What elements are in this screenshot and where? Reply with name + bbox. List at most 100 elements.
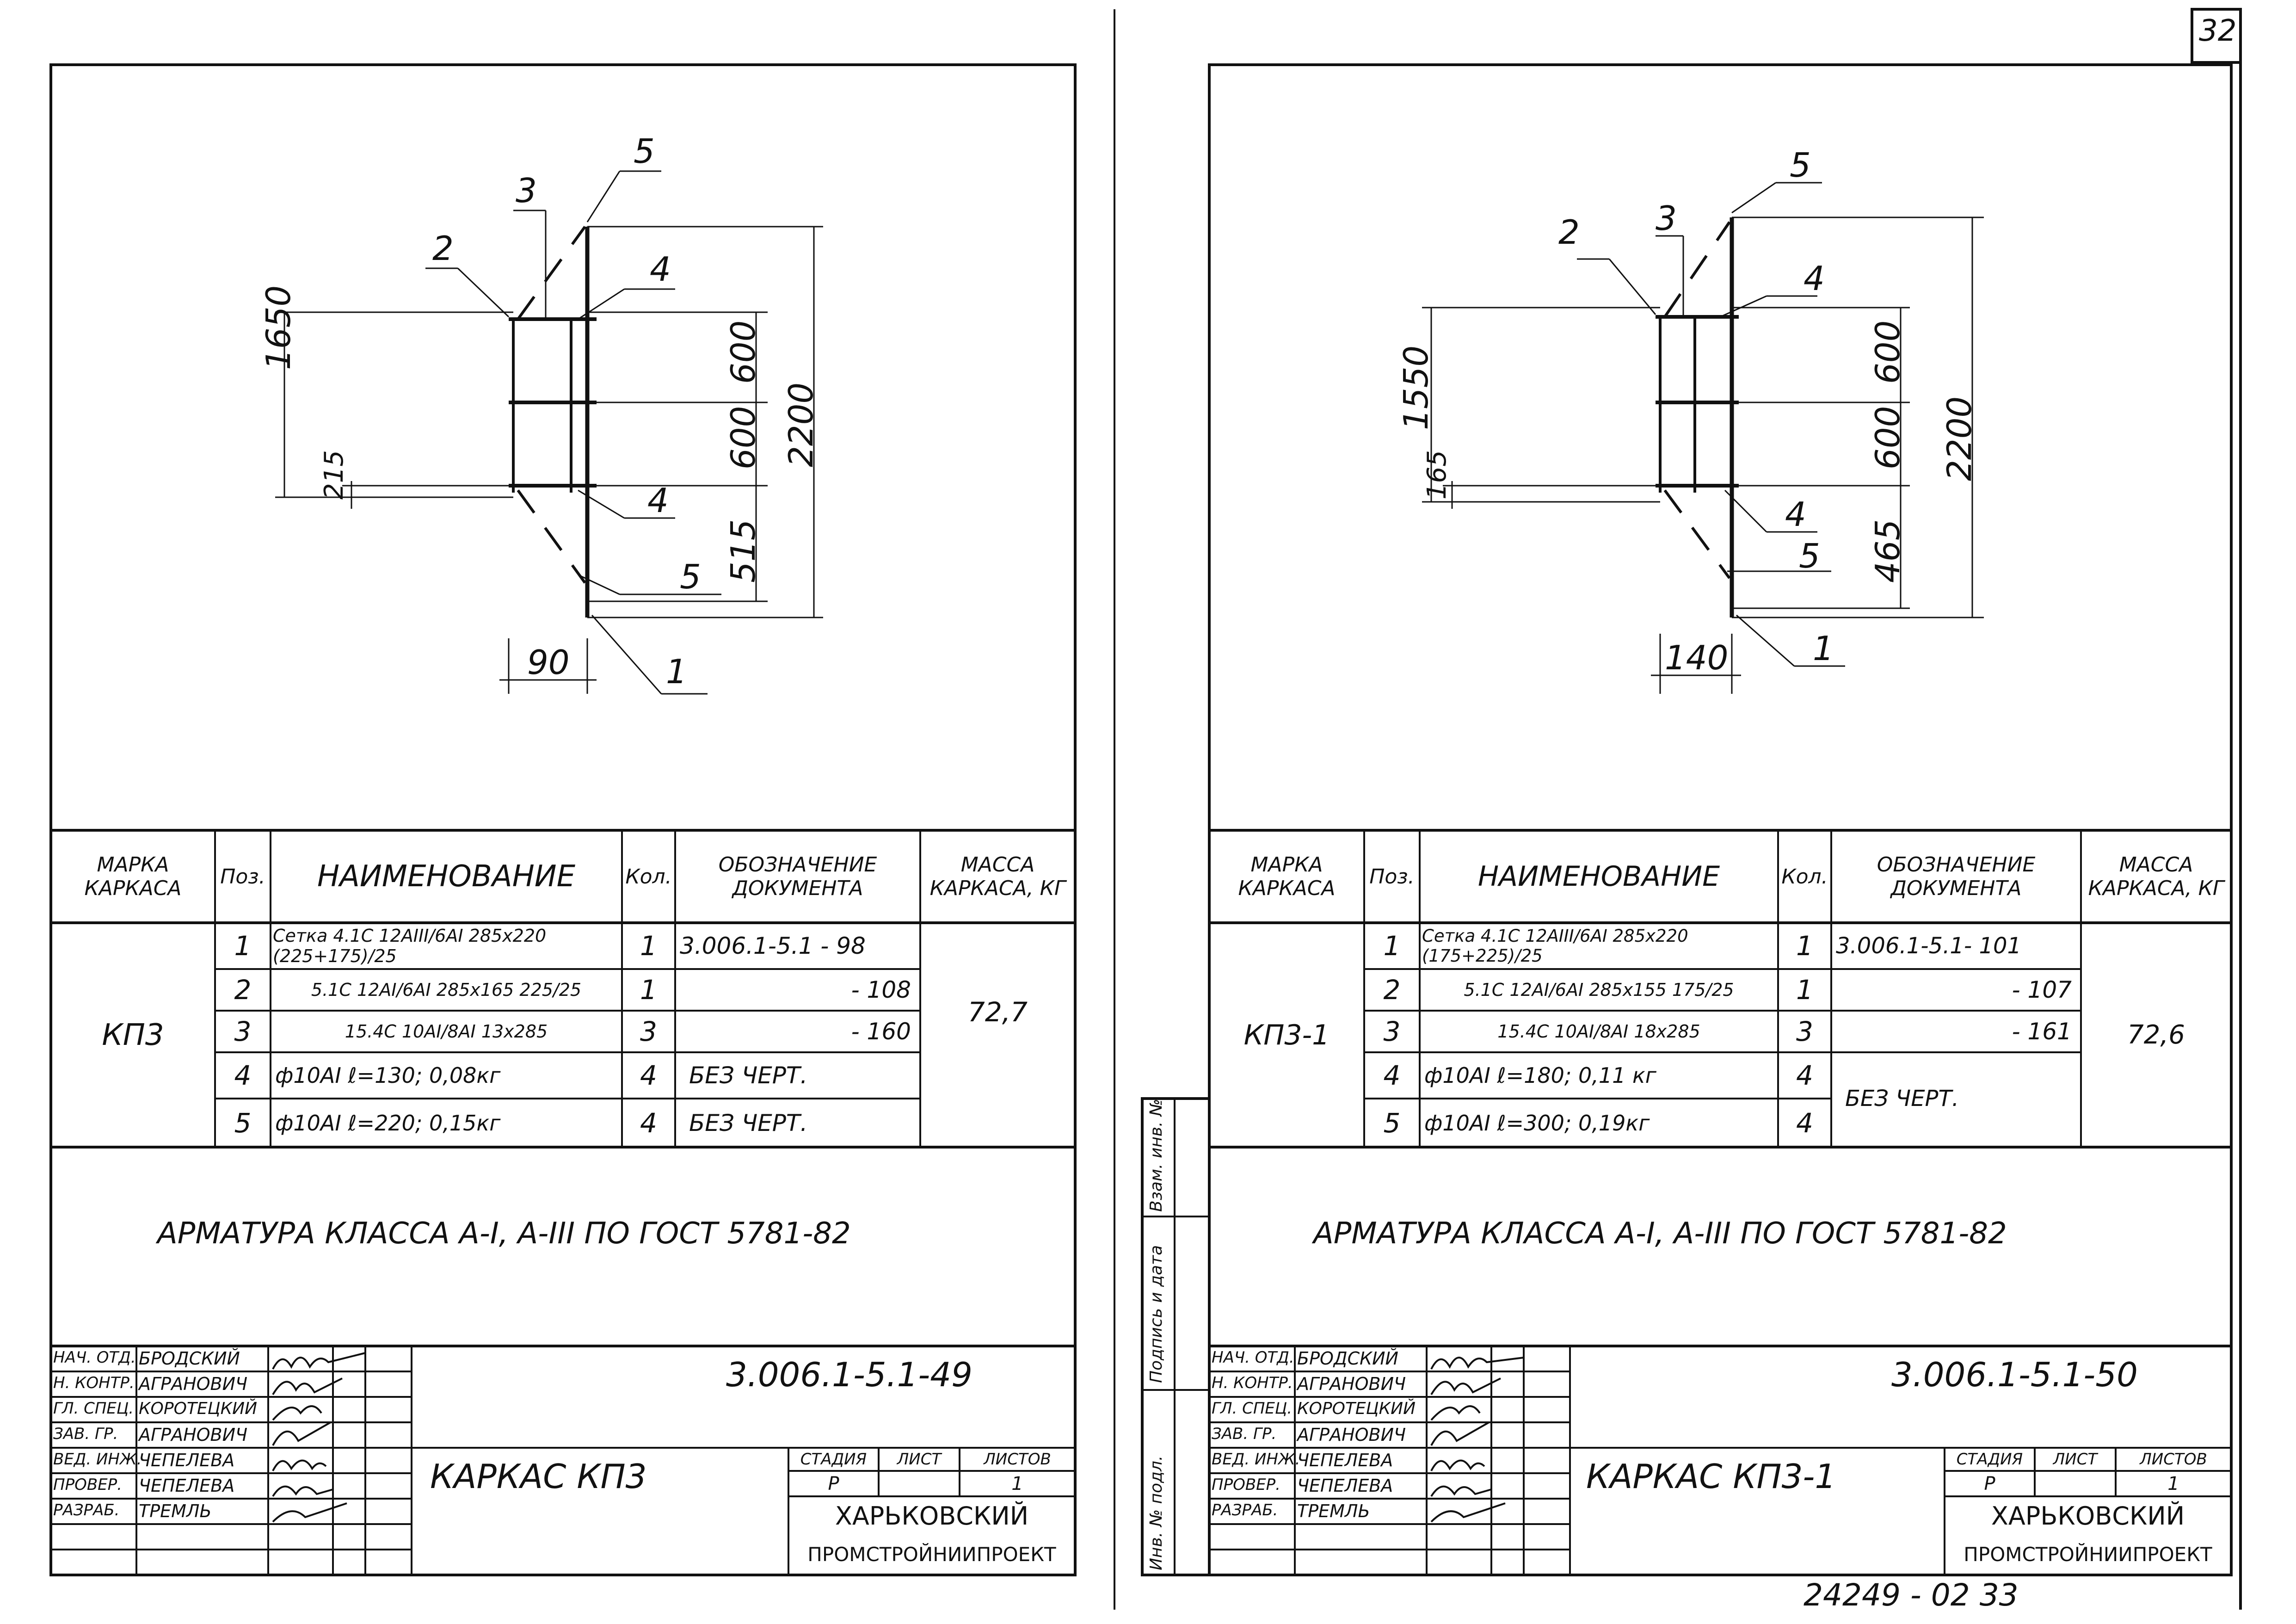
dim-600-top: 600	[724, 320, 763, 384]
row-2-doc: - 108	[851, 976, 911, 1003]
name-6: ЧЕПЕЛЕВА	[1297, 1476, 1393, 1496]
dim-515: 515	[724, 519, 763, 583]
row-5-pos: 5	[234, 1107, 252, 1139]
row-1-pos: 1	[1383, 930, 1401, 962]
callout-4-top: 4	[650, 250, 671, 289]
header-doc: ОБОЗНАЧЕНИЕ ДОКУМЕНТА	[718, 853, 877, 900]
dim-465: 465	[1868, 519, 1907, 583]
callout-1: 1	[1813, 629, 1834, 668]
row-5-pos: 5	[1383, 1107, 1401, 1139]
name-4: АГРАНОВИЧ	[139, 1425, 248, 1445]
header-mass: МАССА КАРКАСА, КГ	[2088, 853, 2224, 900]
doc-code: 3.006.1-5.1-49	[726, 1355, 973, 1394]
row-5-qty: 4	[640, 1107, 657, 1139]
callout-1: 1	[666, 652, 687, 691]
header-mark: МАРКА КАРКАСА	[84, 853, 182, 900]
row-4-doc: БЕЗ ЧЕРТ.	[1845, 1086, 1959, 1111]
callout-3: 3	[516, 171, 537, 210]
header-doc: ОБОЗНАЧЕНИЕ ДОКУМЕНТА	[1877, 853, 2036, 900]
label-stage: СТАДИЯ	[1956, 1450, 2023, 1469]
row-1-qty: 1	[640, 930, 657, 962]
role-4: ЗАВ. ГР.	[53, 1425, 118, 1443]
dim-1650: 1650	[259, 285, 298, 370]
row-4-doc: БЕЗ ЧЕРТ.	[689, 1062, 808, 1089]
name-3: КОРОТЕЦКИЙ	[139, 1399, 258, 1418]
name-3: КОРОТЕЦКИЙ	[1297, 1399, 1416, 1418]
doc-code: 3.006.1-5.1-50	[1891, 1355, 2138, 1394]
frame-mass: 72,7	[967, 996, 1028, 1028]
row-1-doc: 3.006.1-5.1- 101	[1836, 933, 2022, 959]
row-1-name: Сетка 4.1С 12АIII/6АI 285x220 (225+175)/…	[273, 926, 547, 966]
reinforcement-note-kp3: АРМАТУРА КЛАССА А-I, А-III ПО ГОСТ 5781-…	[157, 1216, 851, 1251]
callout-2: 2	[432, 229, 454, 268]
page-number: 32	[2199, 14, 2237, 48]
dim-600-top: 600	[1868, 320, 1907, 384]
row-2-name: 5.1С 12АI/6АI 285x155 175/25	[1464, 980, 1734, 1000]
name-5: ЧЕПЕЛЕВА	[1297, 1450, 1393, 1470]
row-2-name: 5.1С 12АI/6АI 285x165 225/25	[311, 980, 582, 1000]
frame-mark: КП3-1	[1243, 1019, 1330, 1051]
row-3-qty: 3	[640, 1016, 657, 1047]
side-sign: Подпись и дата	[1147, 1245, 1166, 1383]
label-stage: СТАДИЯ	[800, 1450, 867, 1469]
header-mark: МАРКА КАРКАСА	[1238, 853, 1336, 900]
role-6: ПРОВЕР.	[53, 1476, 122, 1494]
header-pos: Поз.	[220, 864, 265, 889]
header-qty: Кол.	[625, 864, 672, 889]
name-4: АГРАНОВИЧ	[1297, 1425, 1406, 1445]
dim-2200: 2200	[782, 382, 820, 467]
name-2: АГРАНОВИЧ	[1297, 1374, 1406, 1394]
org-line-1: ХАРЬКОВСКИЙ	[835, 1501, 1029, 1531]
row-2-qty: 1	[640, 974, 657, 1006]
role-5: ВЕД. ИНЖ.	[53, 1450, 142, 1469]
row-2-pos: 2	[234, 974, 252, 1006]
role-7: РАЗРАБ.	[53, 1501, 120, 1519]
value-stage: Р	[828, 1473, 839, 1494]
dim-600-mid: 600	[1868, 406, 1907, 469]
dim-165: 165	[1422, 450, 1452, 500]
label-sheets: ЛИСТОВ	[984, 1450, 1051, 1469]
callout-3: 3	[1656, 199, 1677, 238]
role-3: ГЛ. СПЕЦ.	[1212, 1399, 1293, 1418]
name-7: ТРЕМЛЬ	[1297, 1501, 1370, 1521]
role-2: Н. КОНТР.	[1212, 1374, 1293, 1392]
drawing-kp3	[509, 226, 597, 617]
row-2-pos: 2	[1383, 974, 1401, 1006]
row-5-name: ф10АI ℓ=220; 0,15кг	[275, 1110, 501, 1136]
role-2: Н. КОНТР.	[53, 1374, 135, 1392]
row-3-pos: 3	[234, 1016, 252, 1047]
callout-4-bottom: 4	[647, 481, 669, 520]
value-sheets: 1	[1011, 1473, 1023, 1494]
role-1: НАЧ. ОТД.	[53, 1348, 136, 1367]
header-mass: МАССА КАРКАСА, КГ	[929, 853, 1066, 900]
row-4-name: ф10АI ℓ=130; 0,08кг	[275, 1063, 501, 1088]
header-qty: Кол.	[1781, 864, 1828, 889]
bottom-archive-code: 24249 - 02 33	[1804, 1577, 2019, 1613]
callout-2: 2	[1558, 213, 1580, 252]
role-6: ПРОВЕР.	[1212, 1476, 1280, 1494]
dim-140: 140	[1665, 638, 1729, 677]
dim-215: 215	[319, 450, 349, 500]
row-3-pos: 3	[1383, 1016, 1401, 1047]
callout-5-bottom: 5	[680, 557, 701, 596]
row-3-name: 15.4С 10АI/8АI 13x285	[345, 1021, 548, 1042]
row-5-doc: БЕЗ ЧЕРТ.	[689, 1109, 808, 1136]
org-line-2: ПРОМСТРОЙНИИПРОЕКТ	[1964, 1543, 2212, 1566]
header-pos: Поз.	[1369, 864, 1415, 889]
row-2-doc: - 107	[2012, 976, 2072, 1003]
reinforcement-note-kp3-1: АРМАТУРА КЛАССА А-I, А-III ПО ГОСТ 5781-…	[1313, 1216, 2007, 1251]
role-1: НАЧ. ОТД.	[1212, 1348, 1294, 1367]
label-sheet: ЛИСТ	[2053, 1450, 2098, 1469]
label-sheet: ЛИСТ	[897, 1450, 942, 1469]
row-3-doc: - 161	[2012, 1018, 2072, 1045]
name-7: ТРЕМЛЬ	[139, 1501, 212, 1521]
name-2: АГРАНОВИЧ	[139, 1374, 248, 1394]
callout-4-bottom: 4	[1785, 495, 1806, 534]
row-1-name: Сетка 4.1С 12АIII/6АI 285x220 (175+225)/…	[1422, 926, 1688, 966]
header-name: НАИМЕНОВАНИЕ	[1477, 860, 1720, 893]
value-stage: Р	[1984, 1473, 1995, 1494]
frame-title: КАРКАС КП3-1	[1586, 1457, 1836, 1496]
row-1-doc: 3.006.1-5.1 - 98	[680, 932, 866, 959]
